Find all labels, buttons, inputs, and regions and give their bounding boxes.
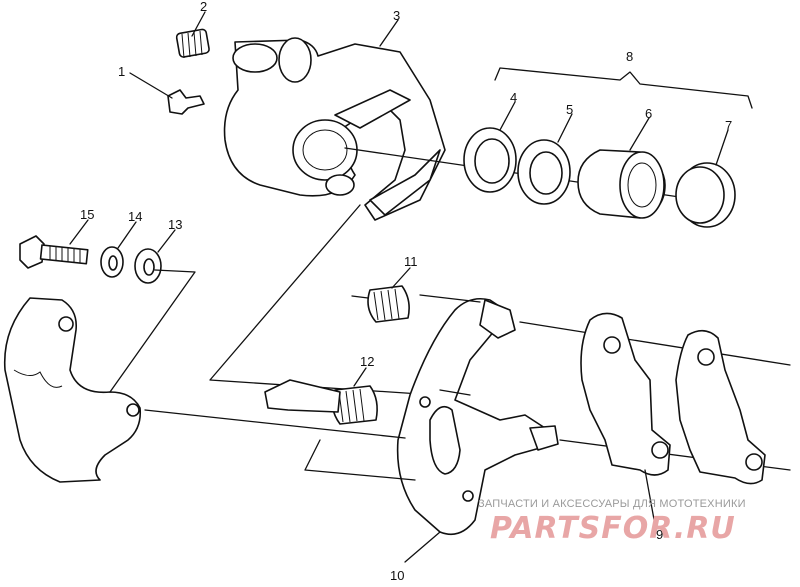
callout-2: 2 [200, 0, 207, 14]
watermark: ЗАПЧАСТИ И АКСЕССУАРЫ ДЛЯ МОТОТЕХНИКИ PA… [478, 498, 746, 546]
callout-14: 14 [128, 209, 142, 224]
cap-7 [675, 162, 736, 228]
leader-bolt-bracket [109, 269, 196, 393]
brake-pad-9-outer [675, 329, 766, 485]
callout-4: 4 [510, 90, 517, 105]
leader-lower-loop [304, 439, 416, 481]
axis-bracket-lower [144, 409, 406, 439]
seal-4 [463, 127, 517, 193]
mounting-bracket [3, 297, 142, 483]
bolt-15 [19, 235, 89, 269]
boot-11 [367, 285, 410, 323]
callout-13: 13 [168, 217, 182, 232]
washer-14 [100, 246, 124, 278]
callout-3: 3 [393, 8, 400, 23]
callout-11: 11 [404, 254, 418, 269]
brake-pad-9-inner [580, 312, 671, 476]
callout-leaders [69, 11, 729, 563]
bleeder-screw-2 [175, 28, 210, 59]
callout-5: 5 [566, 102, 573, 117]
callout-9: 9 [656, 527, 663, 542]
callout-6: 6 [645, 106, 652, 121]
callout-15: 15 [80, 207, 94, 222]
caliper-bracket-10 [396, 297, 559, 536]
callout-1: 1 [118, 64, 125, 79]
callout-7: 7 [725, 118, 732, 133]
pin-11-axis [351, 295, 369, 299]
piston-6 [577, 149, 666, 219]
axis-pads-upper [519, 321, 791, 366]
pin-axis-upper [419, 294, 481, 303]
fitting-1 [167, 89, 205, 115]
kit-bracket-8 [494, 67, 753, 109]
washer-13 [134, 248, 162, 284]
callout-12: 12 [360, 354, 374, 369]
callout-labels: 1 2 3 4 5 6 7 8 9 10 11 12 13 14 15 [80, 0, 732, 583]
callout-8: 8 [626, 49, 633, 64]
watermark-logo: PARTSFOR.RU [490, 511, 736, 546]
seal-5 [517, 139, 571, 205]
pin-axis-lower [439, 389, 471, 396]
pin-12 [264, 379, 341, 413]
callout-10: 10 [390, 568, 404, 583]
caliper-body-3 [223, 37, 446, 221]
watermark-caption: ЗАПЧАСТИ И АКСЕССУАРЫ ДЛЯ МОТОТЕХНИКИ [478, 498, 746, 510]
